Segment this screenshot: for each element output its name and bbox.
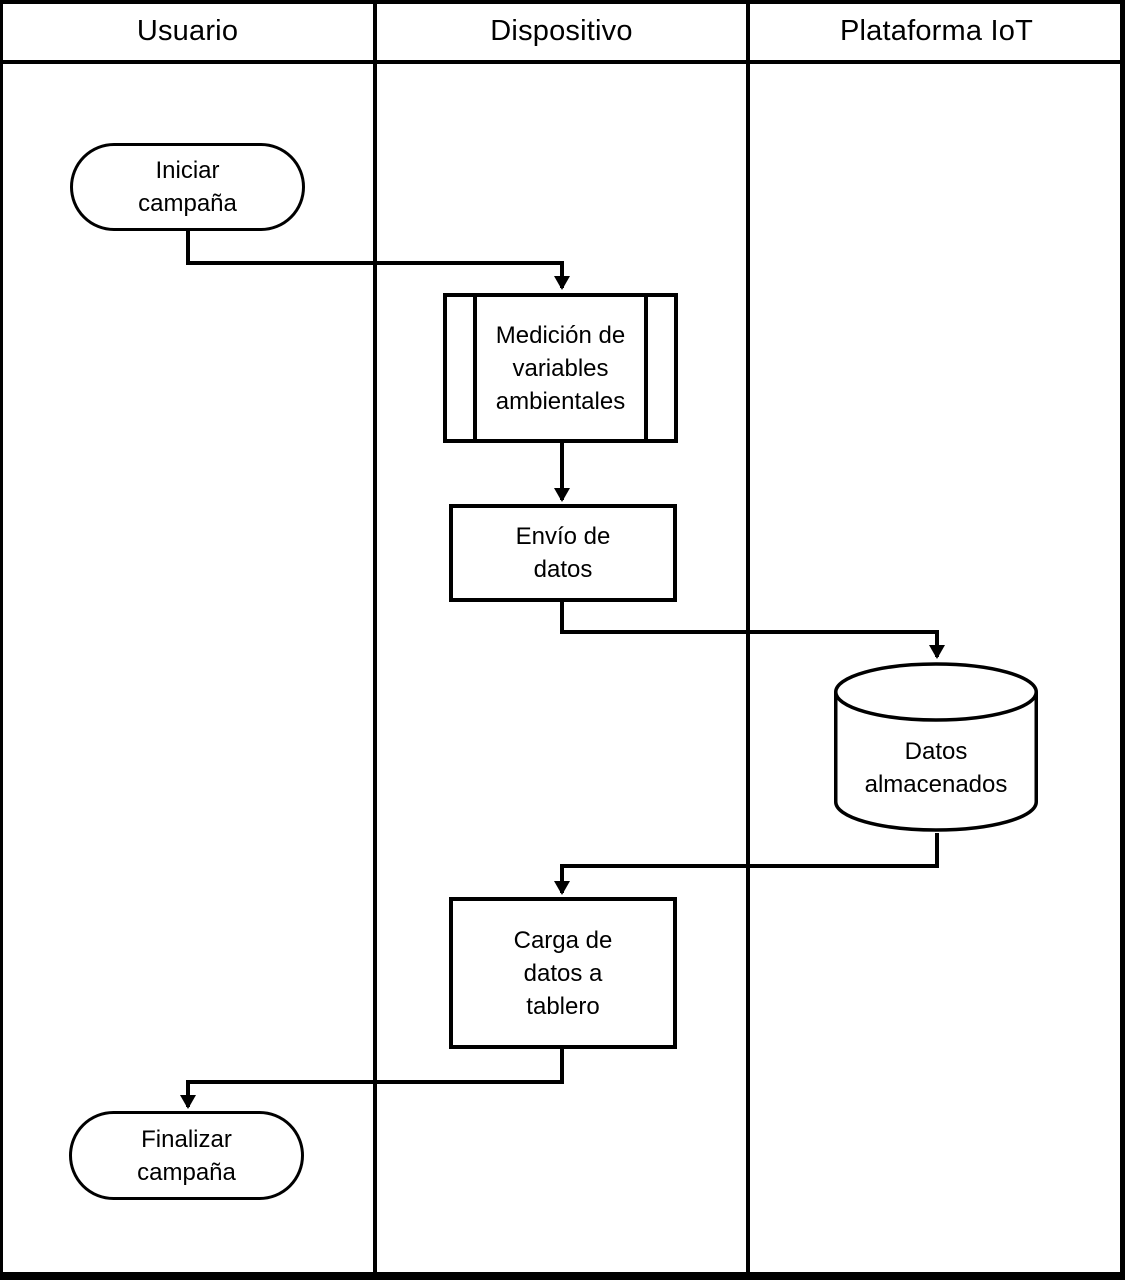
node-finalizar-campana: Finalizar campaña [69,1111,304,1200]
lane-label-dispositivo: Dispositivo [490,14,633,47]
lane-label-plataforma-iot: Plataforma IoT [840,14,1033,47]
node-label-finalizar-campana: Finalizar campaña [137,1125,236,1186]
predefined-process-right-bar [644,297,648,439]
node-medicion-variables: Medición de variables ambientales [443,293,678,443]
database-cylinder-icon [834,662,1038,832]
lane-label-usuario: Usuario [136,14,239,47]
predefined-process-left-bar [473,297,477,439]
node-label-carga-datos-tablero: Carga de datos a tablero [513,926,613,1020]
lane-divider-usuario-dispositivo [373,0,377,1280]
header-separator-line [0,60,1125,64]
node-iniciar-campana: Iniciar campaña [70,143,305,231]
lane-divider-dispositivo-plataforma [746,0,750,1280]
node-label-iniciar-campana: Iniciar campaña [138,157,237,217]
lane-header-dispositivo: Dispositivo [375,0,748,62]
lane-header-plataforma-iot: Plataforma IoT [748,0,1125,62]
node-label-medicion-variables: Medición de variables ambientales [495,321,626,415]
node-carga-datos-tablero: Carga de datos a tablero [449,897,677,1049]
node-envio-datos: Envío de datos [449,504,677,602]
lane-header-usuario: Usuario [0,0,375,62]
node-datos-almacenados: Datos almacenados [833,661,1039,833]
node-label-envio-datos: Envío de datos [515,523,611,583]
node-label-datos-almacenados: Datos almacenados [864,738,1008,798]
